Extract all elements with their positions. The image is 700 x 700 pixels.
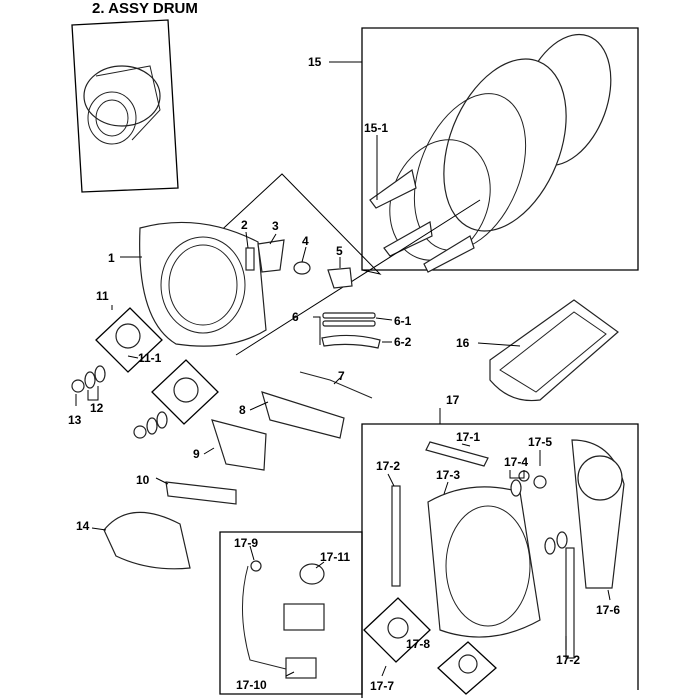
part-3	[257, 239, 285, 273]
callout-2: 2	[241, 218, 248, 232]
callout-15: 15	[308, 55, 322, 69]
callout-17-8: 17-8	[406, 637, 430, 651]
callout-6-2: 6-2	[394, 335, 412, 349]
part-5	[327, 267, 353, 289]
callout-16: 16	[456, 336, 470, 350]
callout-13: 13	[68, 413, 82, 427]
callout-17-5: 17-5	[528, 435, 552, 449]
callout-7: 7	[338, 369, 345, 383]
callout-1: 1	[108, 251, 115, 265]
rear-bulkhead-group-box	[361, 408, 639, 698]
callout-17-2-upper: 17-2	[376, 459, 400, 473]
part-12-13-washers	[71, 365, 168, 439]
callout-17-6: 17-6	[596, 603, 620, 617]
callout-12: 12	[90, 401, 104, 415]
callout-17-9: 17-9	[234, 536, 258, 550]
callout-17-3: 17-3	[436, 468, 460, 482]
callout-9: 9	[193, 447, 200, 461]
part-11-diamond-lower	[151, 359, 219, 425]
callout-17-11: 17-11	[320, 550, 350, 564]
callout-11-1: 11-1	[138, 351, 162, 365]
part-14-duct	[103, 511, 191, 570]
drum-group-box	[329, 27, 639, 273]
callout-5: 5	[336, 244, 343, 258]
callout-15-1: 15-1	[364, 121, 388, 135]
part-8	[261, 391, 345, 439]
callout-17: 17	[446, 393, 460, 407]
wiring-subgroup-box	[219, 531, 363, 695]
part-6-glides	[313, 312, 393, 349]
callout-17-10: 17-10	[236, 678, 267, 692]
part-1-front-bulkhead	[120, 221, 267, 347]
part-4	[293, 261, 311, 275]
callout-4: 4	[302, 234, 309, 248]
page-title: 2. ASSY DRUM	[92, 0, 198, 17]
callout-17-7: 17-7	[370, 679, 394, 693]
callout-14: 14	[76, 519, 90, 533]
callout-8: 8	[239, 403, 246, 417]
part-11-diamond	[95, 305, 163, 373]
callout-17-1: 17-1	[456, 430, 480, 444]
assembly-thumbnail	[71, 19, 179, 193]
part-9-lint-duct	[211, 419, 267, 471]
part-7-wire	[299, 371, 373, 399]
part-16-filter	[477, 299, 619, 402]
part-10	[165, 481, 237, 505]
callout-17-2-lower: 17-2	[556, 653, 580, 667]
callout-6-1: 6-1	[394, 314, 412, 328]
callout-11: 11	[96, 289, 109, 303]
callout-3: 3	[272, 219, 279, 233]
callout-10: 10	[136, 473, 150, 487]
part-2	[245, 247, 255, 271]
callout-17-4: 17-4	[504, 455, 528, 469]
callout-6: 6	[292, 310, 299, 324]
